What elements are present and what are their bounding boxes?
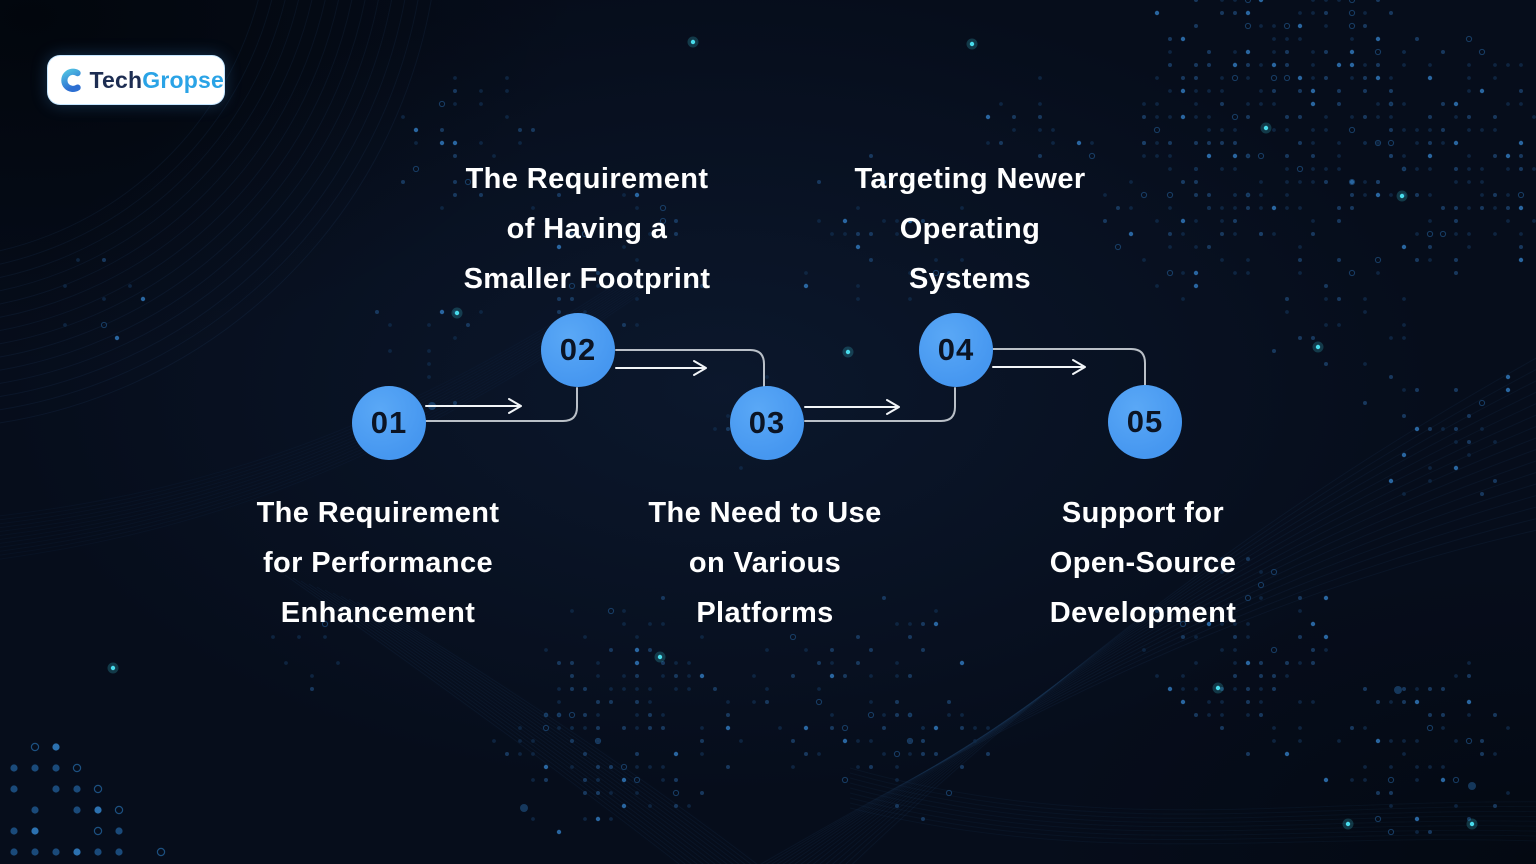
connector-04-05: [992, 348, 1146, 387]
step-02-label: The Requirement of Having a Smaller Foot…: [463, 163, 711, 295]
step-01-label: The Requirement for Performance Enhancem…: [256, 497, 500, 629]
logo-text-tech: Tech: [89, 66, 143, 93]
step-02-number: 02: [559, 332, 597, 367]
step-05-circle: 05: [1108, 385, 1182, 459]
step-05-label: Support for Open-Source Development: [1049, 497, 1237, 629]
connector-03-04: [804, 387, 956, 422]
flow-arrow-4: [992, 359, 1086, 375]
step-01-circle: 01: [352, 386, 426, 460]
flow-arrow-2: [615, 360, 707, 376]
connector-01-02: [425, 387, 578, 422]
logo-wordmark: TechGropse: [89, 67, 224, 94]
step-02-circle: 02: [541, 313, 615, 387]
logo-text-gropse: Gropse: [142, 66, 224, 93]
step-03-circle: 03: [730, 386, 804, 460]
connector-02-03: [615, 349, 765, 388]
step-04-number: 04: [937, 332, 975, 367]
logo: TechGropse: [47, 55, 225, 105]
step-03-number: 03: [748, 405, 786, 440]
step-04-label: Targeting Newer Operating Systems: [854, 163, 1086, 295]
flow-arrow-3: [804, 399, 900, 415]
step-05-number: 05: [1126, 404, 1164, 439]
flow-arrow-1: [425, 398, 522, 414]
techgropse-g-icon: [61, 68, 82, 93]
step-04-circle: 04: [919, 313, 993, 387]
step-01-number: 01: [370, 405, 408, 440]
step-03-label: The Need to Use on Various Platforms: [648, 497, 882, 629]
